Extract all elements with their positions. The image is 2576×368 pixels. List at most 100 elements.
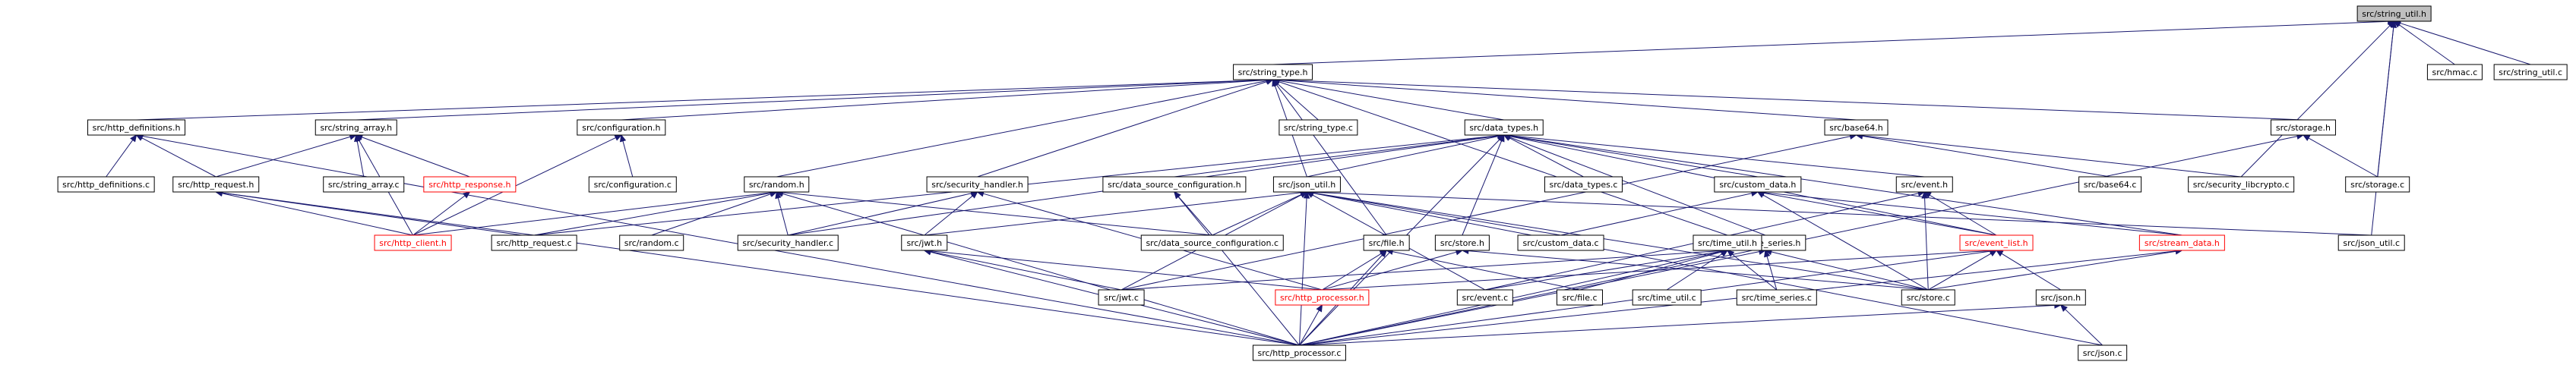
edge-line: [1313, 192, 1561, 236]
file-node-http-request-c[interactable]: src/http_request.c: [491, 234, 577, 251]
edge-line: [106, 140, 134, 178]
edge-arrowhead: [1726, 250, 1735, 257]
node-label: src/security_handler.c: [742, 238, 833, 248]
file-node-event-list-h[interactable]: src/event_list.h: [1959, 234, 2034, 251]
file-node-string-type-c[interactable]: src/string_type.c: [1279, 119, 1358, 136]
file-node-http-processor-h[interactable]: src/http_processor.h: [1275, 289, 1370, 306]
file-node-security-handler-c[interactable]: src/security_handler.c: [737, 234, 839, 251]
file-node-http-client-h[interactable]: src/http_client.h: [374, 234, 452, 251]
file-node-jwt-h[interactable]: src/jwt.h: [901, 234, 948, 251]
node-box: [1824, 119, 1889, 136]
edge-line: [2001, 253, 2062, 291]
file-node-time-series-c[interactable]: src/time_series.c: [1736, 289, 1817, 306]
edge-arrowhead: [1174, 191, 1181, 200]
node-box: [2356, 5, 2432, 22]
edge-arrowhead: [1995, 250, 2004, 257]
edge-line: [930, 251, 1122, 291]
file-node-stream-data-h[interactable]: src/stream_data.h: [2138, 234, 2225, 251]
edge-line: [1120, 136, 1851, 291]
edge-line: [2065, 309, 2103, 346]
dependency-edge: [2393, 20, 2455, 65]
file-node-json-c[interactable]: src/json.c: [2078, 344, 2128, 361]
file-node-string-util-c[interactable]: src/string_util.c: [2493, 64, 2568, 80]
edge-line: [1560, 193, 1753, 236]
node-label: src/http_processor.h: [1280, 293, 1364, 303]
dependency-edge: [1322, 250, 1388, 291]
file-node-data-types-h[interactable]: src/data_types.h: [1464, 119, 1544, 136]
node-box: [2188, 176, 2295, 193]
dependency-edge: [1726, 250, 1778, 291]
file-node-http-request-h[interactable]: src/http_request.h: [172, 176, 260, 193]
edge-line: [1509, 137, 1584, 178]
file-node-storage-c[interactable]: src/storage.c: [2345, 176, 2410, 193]
file-node-json-util-c[interactable]: src/json_util.c: [2337, 234, 2405, 251]
file-node-store-c[interactable]: src/store.c: [1901, 289, 1955, 306]
dependency-edge: [106, 134, 137, 178]
file-node-random-h[interactable]: src/random.h: [744, 176, 810, 193]
node-box: [1736, 289, 1817, 306]
edge-line: [1177, 196, 1300, 346]
node-box: [1279, 119, 1358, 136]
dependency-edge: [1272, 78, 1728, 236]
file-node-base64-h[interactable]: src/base64.h: [1824, 119, 1889, 136]
node-box: [1434, 234, 1490, 251]
file-node-string-util-h[interactable]: src/string_util.h: [2356, 5, 2432, 22]
edge-line: [1666, 253, 1723, 291]
file-node-configuration-c[interactable]: src/configuration.c: [588, 176, 677, 193]
file-node-event-h[interactable]: src/event.h: [1895, 176, 1953, 193]
node-label: src/custom_data.h: [1719, 180, 1796, 190]
dependency-edge: [2059, 304, 2103, 346]
file-node-http-processor-c[interactable]: src/http_processor.c: [1252, 344, 1346, 361]
node-box: [1895, 176, 1953, 193]
file-node-data-source-configuration-c[interactable]: src/data_source_configuration.c: [1140, 234, 1284, 251]
dependency-edge: [1299, 302, 2062, 346]
node-box: [374, 234, 452, 251]
node-label: src/base64.h: [1829, 123, 1882, 133]
edge-line: [221, 193, 413, 236]
file-node-time-util-h[interactable]: src/time_util.h: [1693, 234, 1762, 251]
file-node-security-handler-h[interactable]: src/security_handler.h: [926, 176, 1029, 193]
node-box: [2345, 176, 2410, 193]
edge-arrowhead: [356, 134, 362, 143]
file-node-event-c[interactable]: src/event.c: [1456, 289, 1513, 306]
file-node-http-response-h[interactable]: src/http_response.h: [423, 176, 517, 193]
node-label: src/storage.h: [2276, 123, 2331, 133]
dependency-edge: [1299, 304, 1323, 346]
dependency-edge: [923, 248, 1122, 291]
file-node-time-util-c[interactable]: src/time_util.c: [1632, 289, 1702, 306]
file-node-string-type-h[interactable]: src/string_type.h: [1233, 64, 1313, 80]
file-node-storage-h[interactable]: src/storage.h: [2270, 119, 2336, 136]
node-label: src/file.c: [1562, 293, 1597, 303]
file-node-custom-data-c[interactable]: src/custom_data.c: [1517, 234, 1604, 251]
file-node-json-util-h[interactable]: src/json_util.h: [1272, 176, 1341, 193]
file-node-string-array-c[interactable]: src/string_array.c: [323, 176, 405, 193]
file-node-file-c[interactable]: src/file.c: [1556, 289, 1603, 306]
file-node-jwt-c[interactable]: src/jwt.c: [1098, 289, 1145, 306]
file-node-security-libcrypto-c[interactable]: src/security_libcrypto.c: [2188, 176, 2295, 193]
dependency-edge: [1174, 191, 1300, 346]
edge-line: [356, 140, 365, 178]
dependency-edge: [1855, 132, 2242, 178]
dependency-edge: [1560, 190, 1759, 236]
node-label: src/json.c: [2083, 348, 2122, 358]
file-node-custom-data-h[interactable]: src/custom_data.h: [1714, 176, 1802, 193]
dependency-edge: [776, 77, 1274, 178]
file-node-configuration-h[interactable]: src/configuration.h: [577, 119, 666, 136]
node-box: [744, 176, 810, 193]
file-node-store-h[interactable]: src/store.h: [1434, 234, 1490, 251]
file-node-json-h[interactable]: src/json.h: [2035, 289, 2086, 306]
edge-arrowhead: [2059, 304, 2068, 312]
edge-line: [777, 197, 789, 236]
file-node-hmac-c[interactable]: src/hmac.c: [2426, 64, 2483, 80]
file-node-base64-c[interactable]: src/base64.c: [2078, 176, 2142, 193]
file-node-file-h[interactable]: src/file.h: [1363, 234, 1410, 251]
file-node-data-source-configuration-h[interactable]: src/data_source_configuration.h: [1102, 176, 1247, 193]
file-node-http-definitions-h[interactable]: src/http_definitions.h: [87, 119, 186, 136]
node-label: src/json_util.h: [1279, 180, 1336, 190]
file-node-http-definitions-c[interactable]: src/http_definitions.c: [57, 176, 155, 193]
file-node-string-array-h[interactable]: src/string_array.h: [314, 119, 397, 136]
file-node-random-c[interactable]: src/random.c: [619, 234, 684, 251]
node-layer: src/string_util.h src/string_type.h src/hm…: [57, 5, 2568, 361]
edge-line: [1392, 251, 1580, 291]
file-node-data-types-c[interactable]: src/data_types.c: [1544, 176, 1623, 193]
